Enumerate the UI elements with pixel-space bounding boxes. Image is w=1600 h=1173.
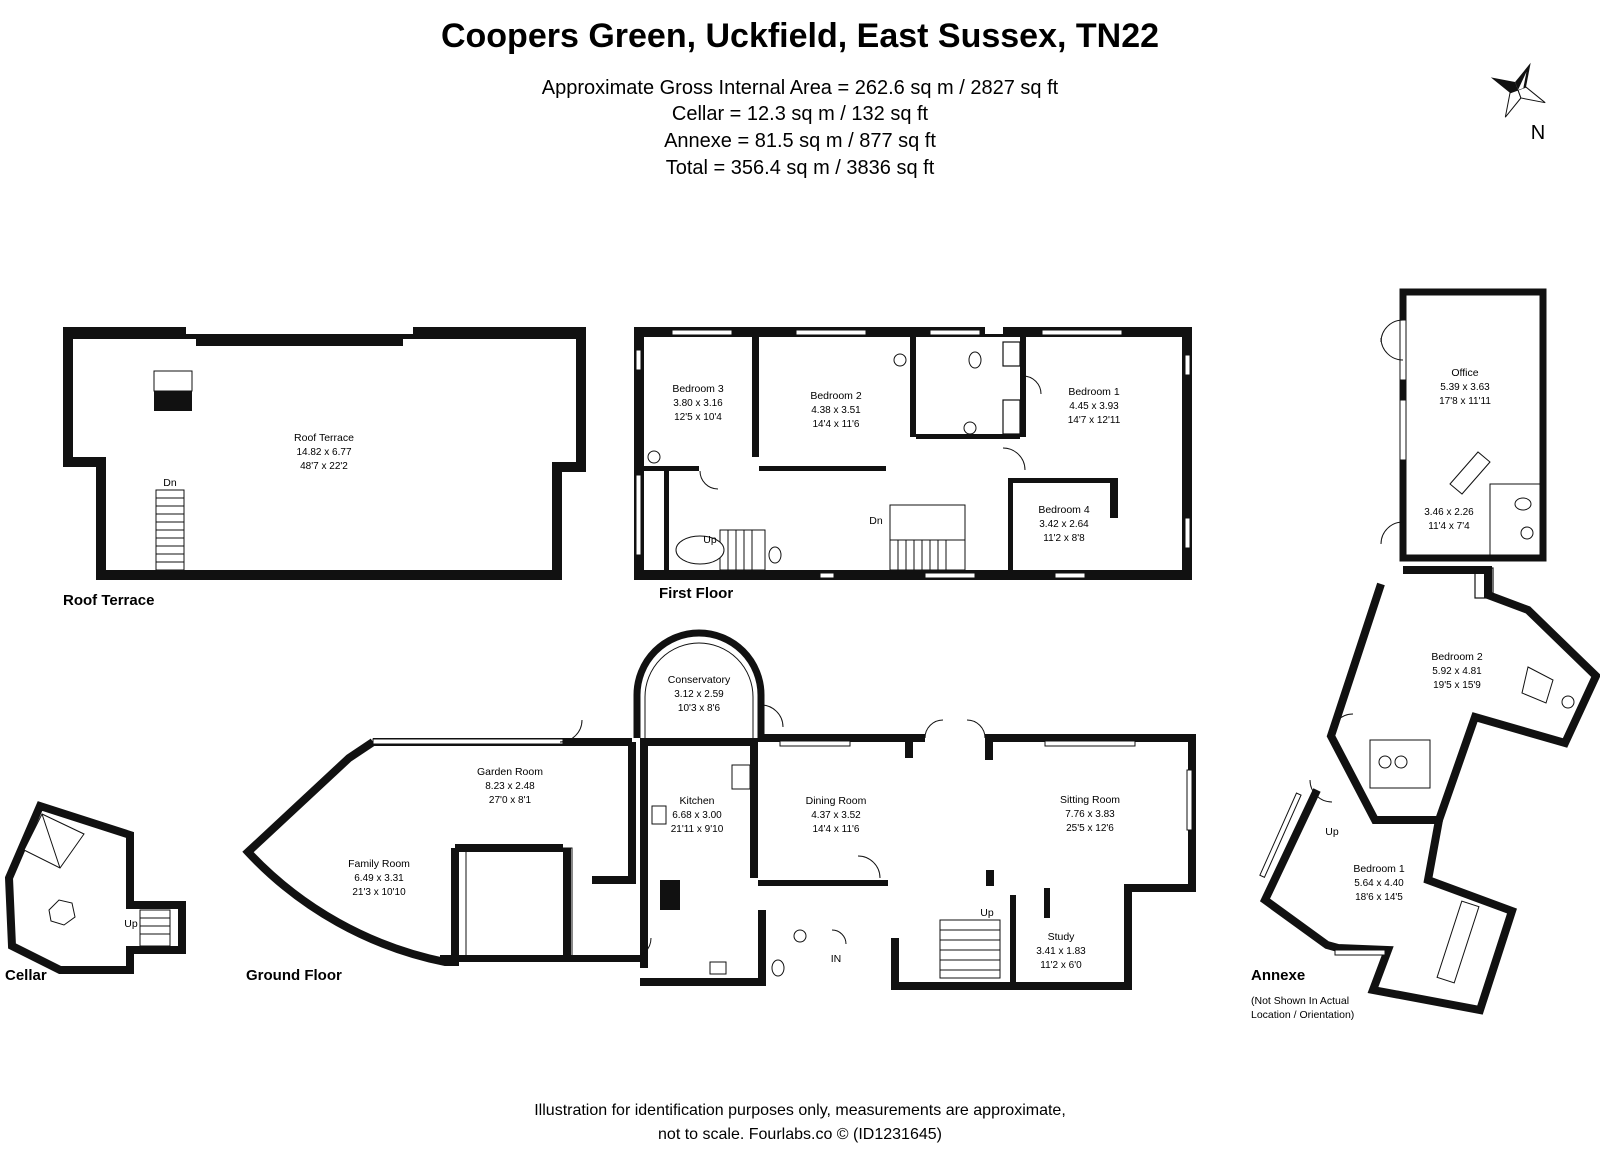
conservatory-name: Conservatory <box>668 674 731 686</box>
sitting-room-imperial: 25'5 x 12'6 <box>1066 823 1114 834</box>
family-room-metric: 6.49 x 3.31 <box>354 873 404 884</box>
compass-icon <box>1490 62 1546 118</box>
office-metric: 5.39 x 3.63 <box>1440 382 1490 393</box>
sink-icon <box>1449 451 1491 495</box>
hob-icon <box>731 764 751 790</box>
basin-icon <box>48 899 76 926</box>
garden-room-name: Garden Room <box>477 766 543 778</box>
toilet-icon <box>768 546 782 564</box>
first-floor-stairs <box>889 504 966 571</box>
basin-icon <box>893 353 907 367</box>
bedroom3-metric: 3.80 x 3.16 <box>673 398 723 409</box>
roof-stairs <box>155 489 185 571</box>
ff-bedroom2-name: Bedroom 2 <box>810 390 862 402</box>
toilet-icon <box>968 351 982 369</box>
first-floor-stairs-up <box>719 529 766 571</box>
bath-icon <box>675 535 725 565</box>
dining-room-metric: 4.37 x 3.52 <box>811 810 861 821</box>
kitchen-metric: 6.68 x 3.00 <box>672 810 722 821</box>
sink-icon <box>651 805 667 825</box>
ff-bedroom1-metric: 4.45 x 3.93 <box>1069 401 1119 412</box>
ground-floor-label: Ground Floor <box>246 967 342 984</box>
ff-bedroom1-name: Bedroom 1 <box>1068 386 1120 398</box>
gross-area-line: Approximate Gross Internal Area = 262.6 … <box>542 77 1059 99</box>
roof-terrace-imperial: 48'7 x 22'2 <box>300 461 348 472</box>
roof-terrace-name: Roof Terrace <box>294 432 354 444</box>
cellar-area-line: Cellar = 12.3 sq m / 132 sq ft <box>672 103 929 125</box>
first-floor-label: First Floor <box>659 585 733 602</box>
annexe-small-room-imperial: 11'4 x 7'4 <box>1428 521 1470 532</box>
annexe-up-label: Up <box>1325 826 1339 838</box>
basin-icon <box>963 421 977 435</box>
sitting-room-metric: 7.76 x 3.83 <box>1065 809 1115 820</box>
conservatory-imperial: 10'3 x 8'6 <box>678 703 721 714</box>
bedroom3-name: Bedroom 3 <box>672 383 724 395</box>
an-bedroom2-name: Bedroom 2 <box>1431 651 1483 663</box>
disclaimer-line1: Illustration for identification purposes… <box>534 1102 1066 1119</box>
first-floor-plan: Bedroom 3 3.80 x 3.16 12'5 x 10'4 Bedroo… <box>634 327 1192 580</box>
first-floor-dn-label: Dn <box>869 515 883 527</box>
garden-room-metric: 8.23 x 2.48 <box>485 781 535 792</box>
office-imperial: 17'8 x 11'11 <box>1439 396 1491 407</box>
annexe-small-room-metric: 3.46 x 2.26 <box>1424 507 1474 518</box>
first-floor-up-label: Up <box>703 534 717 546</box>
family-room-imperial: 21'3 x 10'10 <box>352 887 406 898</box>
an-bedroom1-metric: 5.64 x 4.40 <box>1354 878 1404 889</box>
cellar-plan: Up <box>4 801 186 974</box>
annexe-note-line1: (Not Shown In Actual <box>1251 995 1349 1007</box>
bedroom4-metric: 3.42 x 2.64 <box>1039 519 1089 530</box>
annexe-plan: Office 5.39 x 3.63 17'8 x 11'11 3.46 x 2… <box>1259 288 1600 1015</box>
sitting-room-name: Sitting Room <box>1060 794 1120 806</box>
kitchen-name: Kitchen <box>679 795 714 807</box>
toilet-icon <box>1514 497 1532 511</box>
bedroom4-imperial: 11'2 x 8'8 <box>1043 533 1085 544</box>
office-name: Office <box>1451 367 1478 379</box>
an-bedroom2-metric: 5.92 x 4.81 <box>1432 666 1482 677</box>
dining-room-name: Dining Room <box>806 795 867 807</box>
study-name: Study <box>1048 931 1076 943</box>
family-room-name: Family Room <box>348 858 410 870</box>
ground-floor-plan: Conservatory 3.12 x 2.59 10'3 x 8'6 Gard… <box>242 629 1196 990</box>
ff-bedroom2-imperial: 14'4 x 11'6 <box>812 419 859 430</box>
annexe-note-line2: Location / Orientation) <box>1251 1009 1354 1021</box>
study-imperial: 11'2 x 6'0 <box>1040 960 1082 971</box>
entrance-in-label: IN <box>831 953 842 965</box>
ff-bedroom1-imperial: 14'7 x 12'11 <box>1068 415 1121 426</box>
cellar-floor-label: Cellar <box>5 967 47 984</box>
roof-terrace-floor-label: Roof Terrace <box>63 592 154 609</box>
roof-terrace-plan: Dn Roof Terrace 14.82 x 6.77 48'7 x 22'2 <box>63 327 586 580</box>
basin-icon <box>647 450 661 464</box>
toilet-icon <box>1378 755 1392 769</box>
ground-floor-stairs <box>939 919 1001 979</box>
disclaimer-line2: not to scale. Fourlabs.co © (ID1231645) <box>658 1126 942 1143</box>
bedroom3-imperial: 12'5 x 10'4 <box>674 412 722 423</box>
annexe-floor-label: Annexe <box>1251 967 1305 984</box>
toilet-icon <box>771 959 785 977</box>
basin-icon <box>1561 695 1575 709</box>
compass-north-label: N <box>1531 122 1545 144</box>
ground-up-label: Up <box>980 907 994 919</box>
garden-room-imperial: 27'0 x 8'1 <box>489 795 532 806</box>
cellar-up-label: Up <box>124 918 138 930</box>
basin-icon <box>1394 755 1408 769</box>
roof-dn-label: Dn <box>163 477 177 489</box>
conservatory-metric: 3.12 x 2.59 <box>674 689 724 700</box>
dining-room-imperial: 14'4 x 11'6 <box>812 824 859 835</box>
study-metric: 3.41 x 1.83 <box>1036 946 1086 957</box>
kitchen-imperial: 21'11 x 9'10 <box>671 824 724 835</box>
ff-bedroom2-metric: 4.38 x 3.51 <box>811 405 861 416</box>
an-bedroom1-imperial: 18'6 x 14'5 <box>1355 892 1403 903</box>
sink-icon <box>709 961 727 975</box>
basin-icon <box>1520 526 1534 540</box>
annexe-area-line: Annexe = 81.5 sq m / 877 sq ft <box>664 130 936 152</box>
an-bedroom2-imperial: 19'5 x 15'9 <box>1433 680 1481 691</box>
plan-title: Coopers Green, Uckfield, East Sussex, TN… <box>441 17 1159 55</box>
basin-icon <box>793 929 807 943</box>
an-bedroom1-name: Bedroom 1 <box>1353 863 1405 875</box>
total-area-line: Total = 356.4 sq m / 3836 sq ft <box>666 157 935 179</box>
bedroom4-name: Bedroom 4 <box>1038 504 1090 516</box>
roof-terrace-metric: 14.82 x 6.77 <box>296 447 351 458</box>
